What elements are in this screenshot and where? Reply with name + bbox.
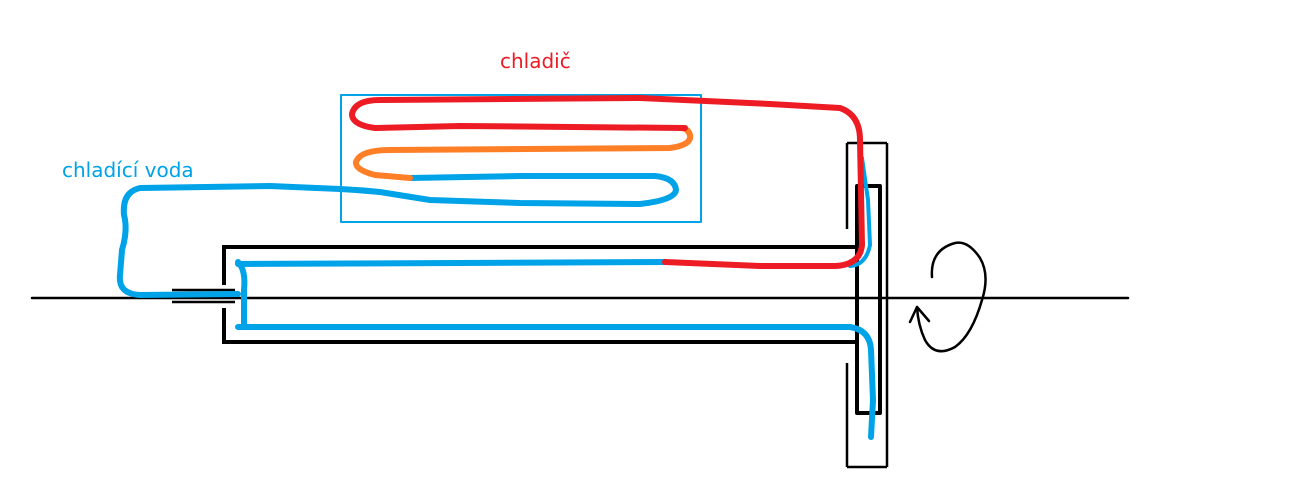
inlet-tube — [172, 288, 235, 304]
coolant-supply-line — [116, 173, 679, 298]
flange-outer — [845, 141, 889, 469]
radiator-label: chladič — [500, 49, 571, 73]
coolant-inner-left — [235, 259, 248, 330]
flange-inner — [855, 184, 882, 415]
rotation-arrow-icon — [908, 241, 987, 353]
hot-return-line — [349, 95, 865, 269]
shaft-housing — [222, 245, 855, 344]
warm-section — [353, 125, 694, 181]
coolant-inner-top — [235, 259, 668, 267]
radiator-box — [340, 94, 702, 223]
coolant-label: chladící voda — [62, 158, 194, 182]
coolant-return-line — [235, 324, 876, 440]
coolant-flange-up — [848, 156, 872, 268]
